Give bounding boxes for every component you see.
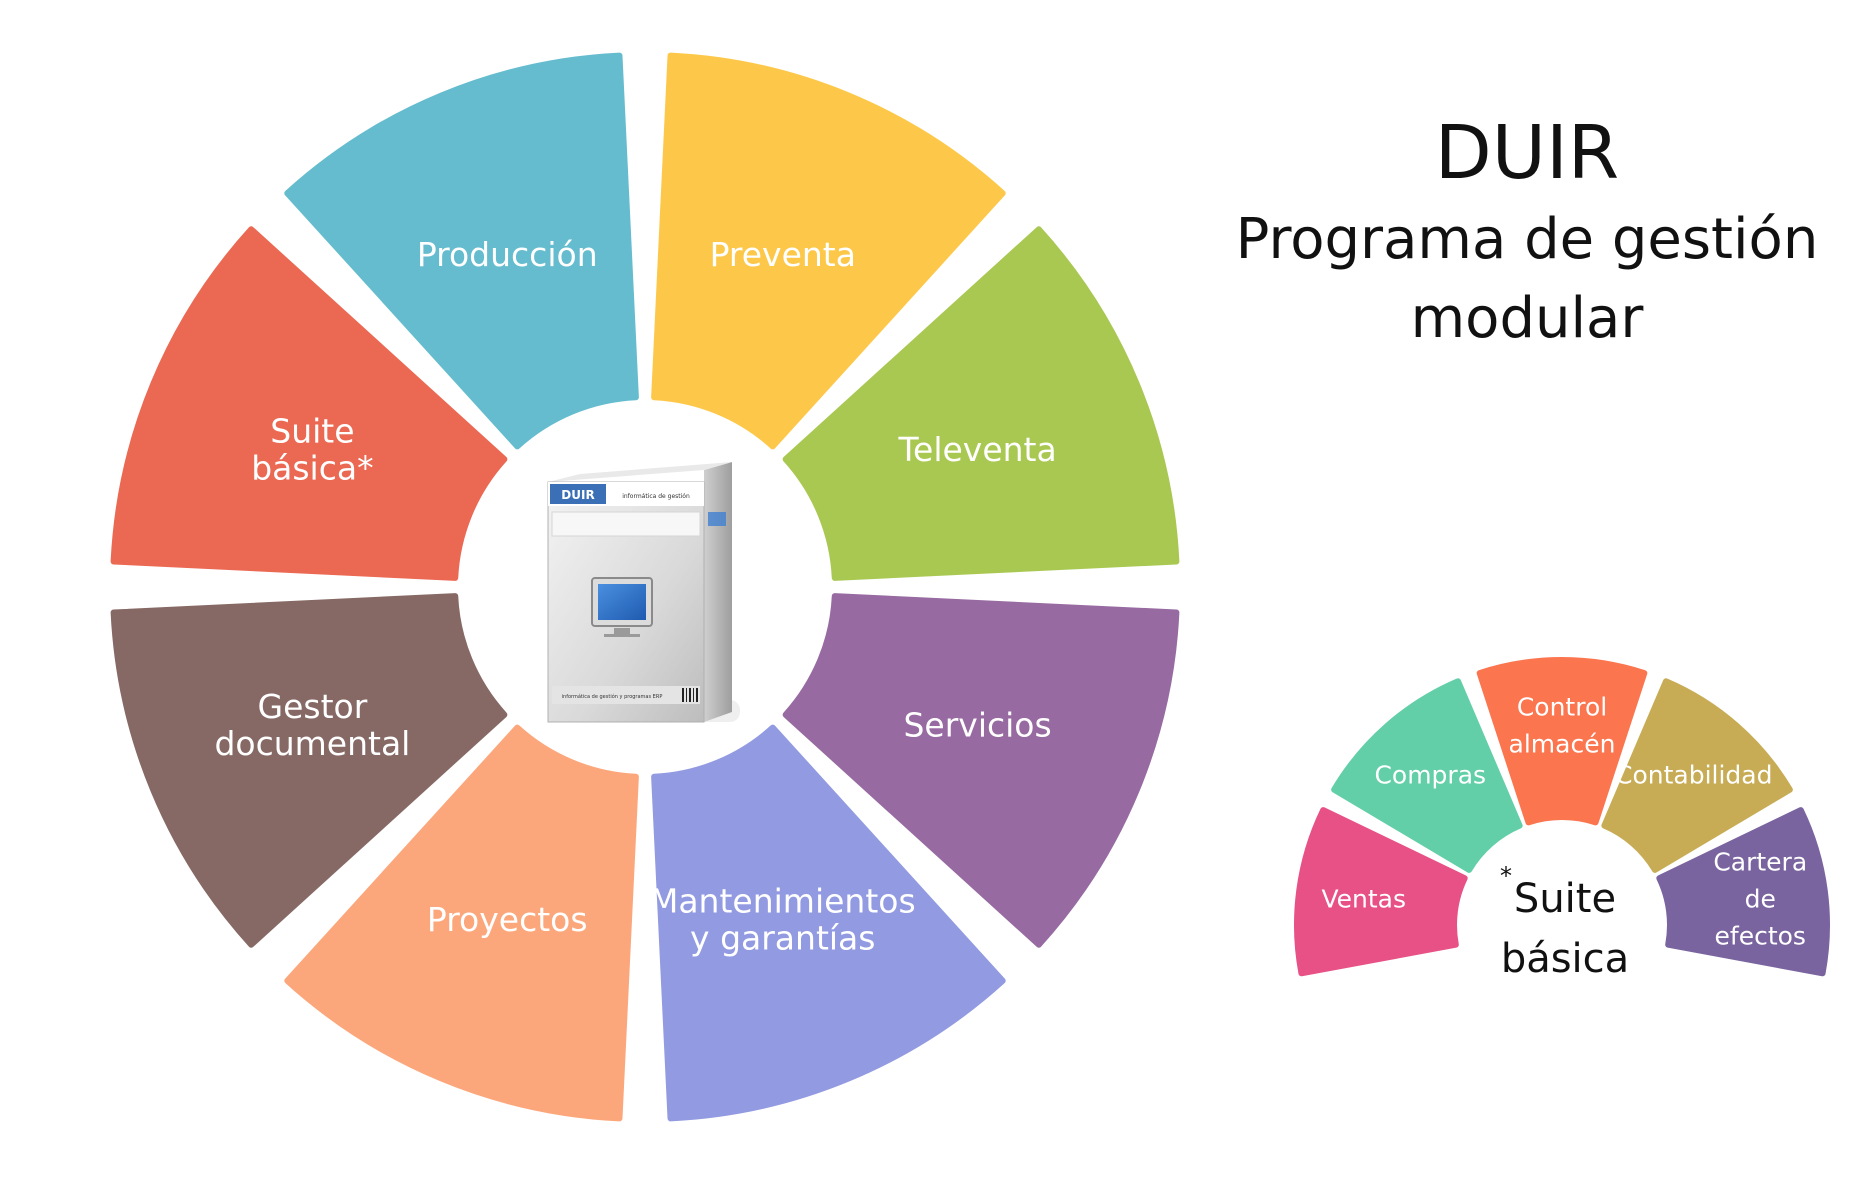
main-proyectos-label: Proyectos bbox=[427, 900, 588, 939]
diagram-title: DUIR bbox=[1435, 110, 1619, 196]
main-preventa-shape[interactable] bbox=[651, 52, 1006, 450]
suite-center-line2: básica bbox=[1501, 936, 1629, 982]
main-televenta-label: Televenta bbox=[897, 430, 1056, 469]
main-mantenimientos-y-garantias-label: Mantenimientos bbox=[650, 882, 916, 921]
suite-ventas-segment[interactable]: Ventas bbox=[1294, 807, 1468, 977]
suite-compras-segment[interactable]: Compras bbox=[1331, 678, 1523, 873]
main-suite-basica-shape[interactable] bbox=[110, 226, 508, 581]
suite-contabilidad-segment[interactable]: Contabilidad bbox=[1601, 678, 1793, 873]
suite-cartera-de-efectos-segment[interactable]: Cartera de efectos bbox=[1656, 807, 1830, 977]
suite-contabilidad-label: Contabilidad bbox=[1615, 760, 1772, 789]
suite-ventas-label: Ventas bbox=[1321, 884, 1406, 913]
product-box-image: DUIR informática de gestión informática … bbox=[547, 462, 740, 723]
main-produccion-shape[interactable] bbox=[284, 52, 639, 450]
box-footer-band bbox=[552, 686, 700, 704]
main-suite-basica-label: Suite bbox=[270, 411, 354, 450]
suite-control-almacen-label: almacén bbox=[1509, 729, 1616, 758]
box-brand-badge bbox=[550, 484, 606, 504]
main-servicios-label: Servicios bbox=[903, 705, 1051, 744]
main-servicios-shape[interactable] bbox=[782, 593, 1180, 948]
suite-control-almacen-segment[interactable]: Control almacén bbox=[1476, 657, 1648, 826]
suite-cartera-de-efectos-label: Cartera bbox=[1713, 847, 1807, 876]
box-top bbox=[548, 462, 732, 482]
barcode-icon bbox=[682, 688, 698, 702]
suite-asterisk: * bbox=[1500, 862, 1512, 890]
suite-ventas-shape[interactable] bbox=[1294, 807, 1468, 977]
main-gestor-documental-label: documental bbox=[214, 724, 410, 763]
suite-center-label: * Suite básica bbox=[1500, 862, 1629, 982]
main-servicios-segment[interactable]: Servicios bbox=[782, 593, 1180, 948]
main-preventa-segment[interactable]: Preventa bbox=[651, 52, 1006, 450]
main-proyectos-segment[interactable]: Proyectos bbox=[284, 724, 639, 1122]
main-gestor-documental-shape[interactable] bbox=[110, 593, 508, 948]
main-televenta-segment[interactable]: Televenta bbox=[782, 226, 1180, 581]
suite-compras-shape[interactable] bbox=[1331, 678, 1523, 873]
monitor-icon bbox=[591, 577, 653, 637]
heading: DUIR Programa de gestión modular bbox=[1236, 110, 1819, 351]
main-suite-basica-label: básica* bbox=[251, 448, 373, 487]
main-produccion-segment[interactable]: Producción bbox=[284, 52, 639, 450]
box-brand-label: DUIR bbox=[561, 488, 594, 502]
diagram-subtitle-line1: Programa de gestión bbox=[1236, 207, 1819, 272]
box-top-text: informática de gestión bbox=[622, 493, 690, 500]
diagram-subtitle-line2: modular bbox=[1411, 286, 1645, 351]
main-mantenimientos-y-garantias-label: y garantías bbox=[690, 919, 875, 958]
main-produccion-label: Producción bbox=[417, 235, 598, 274]
suite-control-almacen-label: Control bbox=[1517, 692, 1607, 721]
suite-cartera-de-efectos-label: de bbox=[1745, 884, 1776, 913]
side-monitor-icon bbox=[708, 512, 726, 526]
suite-module-wheel: VentasComprasControlalmacénContabilidadC… bbox=[1294, 657, 1830, 977]
suite-control-almacen-shape[interactable] bbox=[1476, 657, 1648, 826]
suite-cartera-de-efectos-shape[interactable] bbox=[1656, 807, 1830, 977]
suite-contabilidad-shape[interactable] bbox=[1601, 678, 1793, 873]
main-mantenimientos-y-garantias-shape[interactable] bbox=[651, 724, 1006, 1122]
suite-compras-label: Compras bbox=[1374, 760, 1486, 789]
box-bottom-text: informática de gestión y programas ERP bbox=[562, 693, 663, 700]
main-proyectos-shape[interactable] bbox=[284, 724, 639, 1122]
box-side bbox=[704, 462, 732, 722]
box-label-panel bbox=[551, 511, 701, 537]
main-gestor-documental-label: Gestor bbox=[258, 687, 368, 726]
main-televenta-shape[interactable] bbox=[782, 226, 1180, 581]
suite-cartera-de-efectos-label: efectos bbox=[1715, 921, 1806, 950]
suite-center-line1: Suite bbox=[1514, 876, 1616, 922]
main-preventa-label: Preventa bbox=[710, 235, 856, 274]
